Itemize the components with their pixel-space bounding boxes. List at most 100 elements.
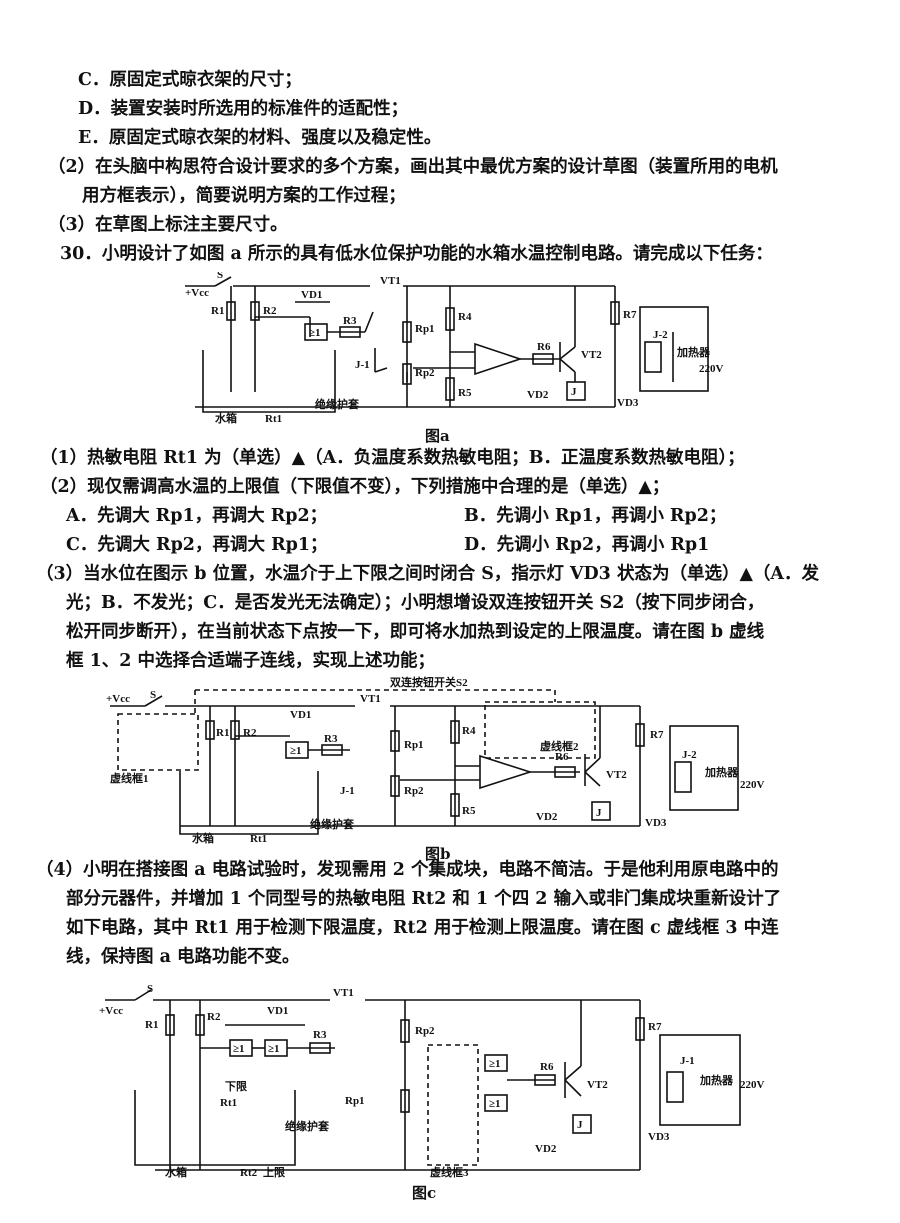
svg-text:J-1: J-1 [355, 359, 370, 371]
svg-text:R6: R6 [540, 1061, 554, 1073]
svg-text:R1: R1 [145, 1019, 158, 1031]
svg-text:Rp2: Rp2 [404, 785, 424, 797]
svg-text:≥1: ≥1 [268, 1043, 280, 1055]
svg-text:Rt1: Rt1 [250, 833, 267, 845]
svg-text:绝缘护套: 绝缘护套 [315, 397, 360, 411]
svg-text:虚线框3: 虚线框3 [430, 1165, 469, 1179]
svg-text:Rp1: Rp1 [404, 739, 424, 751]
text-line: 用方框表示），简要说明方案的工作过程； [82, 186, 406, 206]
svg-text:加热器: 加热器 [699, 1073, 734, 1087]
svg-text:R2: R2 [263, 305, 277, 317]
svg-text:VD2: VD2 [535, 1143, 557, 1155]
svg-text:R5: R5 [462, 805, 476, 817]
svg-text:≥1: ≥1 [489, 1098, 501, 1110]
svg-text:R2: R2 [207, 1011, 221, 1023]
svg-text:≥1: ≥1 [290, 745, 302, 757]
svg-text:220V: 220V [699, 363, 724, 375]
text-line: （2）在头脑中构思符合设计要求的多个方案，画出其中最优方案的设计草图（装置所用的… [48, 157, 778, 177]
svg-text:加热器: 加热器 [676, 345, 711, 359]
svg-text:R4: R4 [458, 311, 472, 323]
svg-text:Rt2: Rt2 [240, 1167, 258, 1179]
text-line: 部分元器件，并增加 1 个同型号的热敏电阻 Rt2 和 1 个四 2 输入或非门… [66, 889, 782, 909]
text-line: （4）小明在搭接图 a 电路试验时，发现需用 2 个集成块，电路不简洁。于是他利… [36, 860, 779, 880]
figure-a-caption: 图a [425, 427, 450, 445]
svg-text:≥1: ≥1 [489, 1058, 501, 1070]
svg-text:R3: R3 [343, 315, 357, 327]
svg-text:S: S [217, 272, 223, 281]
svg-text:J: J [571, 386, 577, 398]
svg-text:Rt1: Rt1 [220, 1097, 237, 1109]
svg-text:R3: R3 [324, 733, 338, 745]
svg-text:+Vcc: +Vcc [185, 287, 209, 299]
svg-text:R2: R2 [243, 727, 257, 739]
text-line: D．装置安装时所选用的标准件的适配性； [78, 99, 409, 119]
svg-text:J-2: J-2 [653, 329, 668, 341]
svg-text:R7: R7 [623, 309, 637, 321]
svg-text:R6: R6 [537, 341, 551, 353]
svg-text:+Vcc: +Vcc [106, 693, 130, 705]
svg-text:220V: 220V [740, 1079, 765, 1091]
svg-text:R1: R1 [211, 305, 224, 317]
svg-text:VT2: VT2 [606, 769, 627, 781]
svg-text:水箱: 水箱 [192, 831, 214, 845]
text-line: 线，保持图 a 电路功能不变。 [66, 947, 300, 967]
svg-text:VD1: VD1 [301, 289, 322, 301]
svg-text:R1: R1 [216, 727, 229, 739]
option-a: A．先调大 Rp1，再调大 Rp2； [66, 506, 328, 526]
svg-text:VT2: VT2 [587, 1079, 608, 1091]
text-line: C．原固定式晾衣架的尺寸； [78, 70, 302, 90]
text-line: （2）现仅需调高水温的上限值（下限值不变），下列措施中合理的是（单选）▲； [40, 477, 670, 497]
svg-text:VD3: VD3 [617, 397, 639, 409]
svg-text:VD2: VD2 [536, 811, 558, 823]
figure-b-caption: 图b [425, 845, 451, 863]
text-line: 光；B．不发光；C．是否发光无法确定）；小明想增设双连按钮开关 S2（按下同步闭… [66, 593, 765, 613]
text-line: （3）在草图上标注主要尺寸。 [48, 215, 288, 235]
svg-text:VT1: VT1 [380, 275, 401, 287]
option-d: D．先调小 Rp2，再调小 Rp1 [464, 535, 710, 555]
svg-text:R5: R5 [458, 387, 472, 399]
text-line: 松开同步断开），在当前状态下点按一下，即可将水加热到设定的上限温度。请在图 b … [66, 622, 765, 642]
svg-text:Rp1: Rp1 [345, 1095, 365, 1107]
svg-text:Rp2: Rp2 [415, 367, 435, 379]
option-b: B．先调小 Rp1，再调小 Rp2； [464, 506, 727, 526]
svg-text:VD3: VD3 [645, 817, 667, 829]
svg-text:VT2: VT2 [581, 349, 602, 361]
svg-text:J: J [577, 1119, 583, 1131]
svg-text:220V: 220V [740, 779, 765, 791]
svg-text:≥1: ≥1 [309, 327, 321, 339]
svg-text:下限: 下限 [225, 1079, 247, 1093]
svg-text:≥1: ≥1 [233, 1043, 245, 1055]
text-line: （1）热敏电阻 Rt1 为（单选）▲（A．负温度系数热敏电阻；B．正温度系数热敏… [40, 448, 745, 468]
svg-text:上限: 上限 [263, 1165, 285, 1179]
svg-text:Rp1: Rp1 [415, 323, 435, 335]
svg-text:S: S [147, 983, 153, 995]
svg-text:水箱: 水箱 [165, 1165, 187, 1179]
text-line: 30．小明设计了如图 a 所示的具有低水位保护功能的水箱水温控制电路。请完成以下… [60, 244, 773, 264]
svg-text:VT1: VT1 [333, 987, 354, 999]
svg-text:加热器: 加热器 [704, 765, 739, 779]
svg-text:+Vcc: +Vcc [99, 1005, 123, 1017]
option-c: C．先调大 Rp2，再调大 Rp1； [66, 535, 328, 555]
svg-text:VD1: VD1 [267, 1005, 288, 1017]
svg-text:双连按钮开关S2: 双连按钮开关S2 [390, 676, 468, 689]
svg-text:R6: R6 [555, 751, 569, 763]
svg-text:J-2: J-2 [682, 749, 697, 761]
figure-c-caption: 图c [412, 1184, 437, 1202]
svg-text:R7: R7 [650, 729, 664, 741]
svg-text:虚线框2: 虚线框2 [540, 739, 579, 753]
svg-text:J-1: J-1 [340, 785, 355, 797]
svg-text:J: J [596, 807, 602, 819]
svg-text:水箱: 水箱 [215, 411, 237, 424]
text-line: E．原固定式晾衣架的材料、强度以及稳定性。 [78, 128, 442, 148]
svg-text:Rp2: Rp2 [415, 1025, 435, 1037]
svg-text:VD2: VD2 [527, 389, 549, 401]
svg-text:Rt1: Rt1 [265, 413, 282, 424]
svg-text:J-1: J-1 [680, 1055, 695, 1067]
svg-text:绝缘护套: 绝缘护套 [285, 1119, 330, 1133]
svg-text:R4: R4 [462, 725, 476, 737]
text-line: （3）当水位在图示 b 位置，水温介于上下限之间时闭合 S，指示灯 VD3 状态… [36, 564, 819, 584]
svg-text:S: S [150, 689, 156, 701]
